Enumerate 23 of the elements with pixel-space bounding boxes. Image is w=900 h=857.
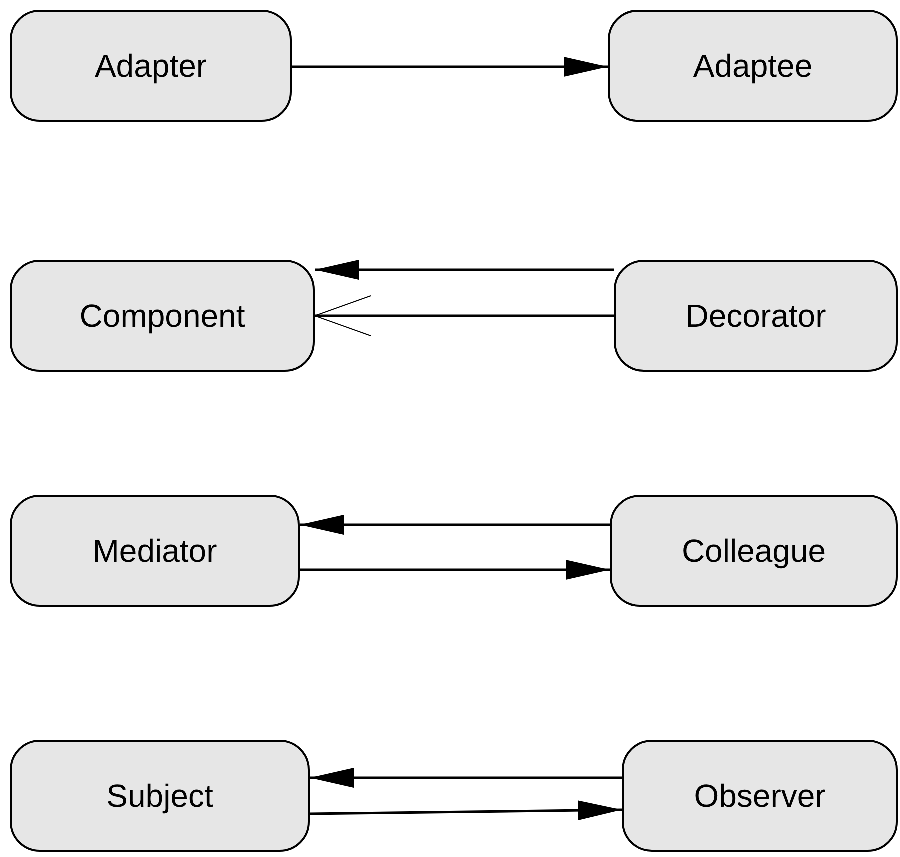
arrow bbox=[310, 800, 622, 821]
class-name: Colleague bbox=[682, 532, 826, 570]
class-name: Subject bbox=[106, 778, 214, 814]
class-box bbox=[10, 740, 310, 852]
class-name: Component bbox=[80, 298, 246, 334]
arrow bbox=[300, 515, 610, 535]
arrow bbox=[292, 57, 608, 77]
class-box bbox=[10, 495, 300, 607]
class-name: Observer bbox=[694, 778, 826, 814]
arrow bbox=[310, 768, 622, 788]
class-name: Decorator bbox=[686, 298, 826, 334]
class-name: Adapter bbox=[94, 48, 208, 84]
arrow bbox=[300, 560, 610, 580]
class-box bbox=[610, 495, 898, 607]
class-box bbox=[608, 10, 898, 122]
class-box bbox=[622, 740, 898, 852]
class-name: Mediator bbox=[92, 532, 218, 570]
class-box bbox=[614, 260, 898, 372]
arrow bbox=[315, 260, 614, 280]
class-box bbox=[10, 260, 315, 372]
arrow bbox=[314, 296, 614, 336]
class-box bbox=[10, 10, 292, 122]
class-name: Adaptee bbox=[693, 48, 813, 84]
